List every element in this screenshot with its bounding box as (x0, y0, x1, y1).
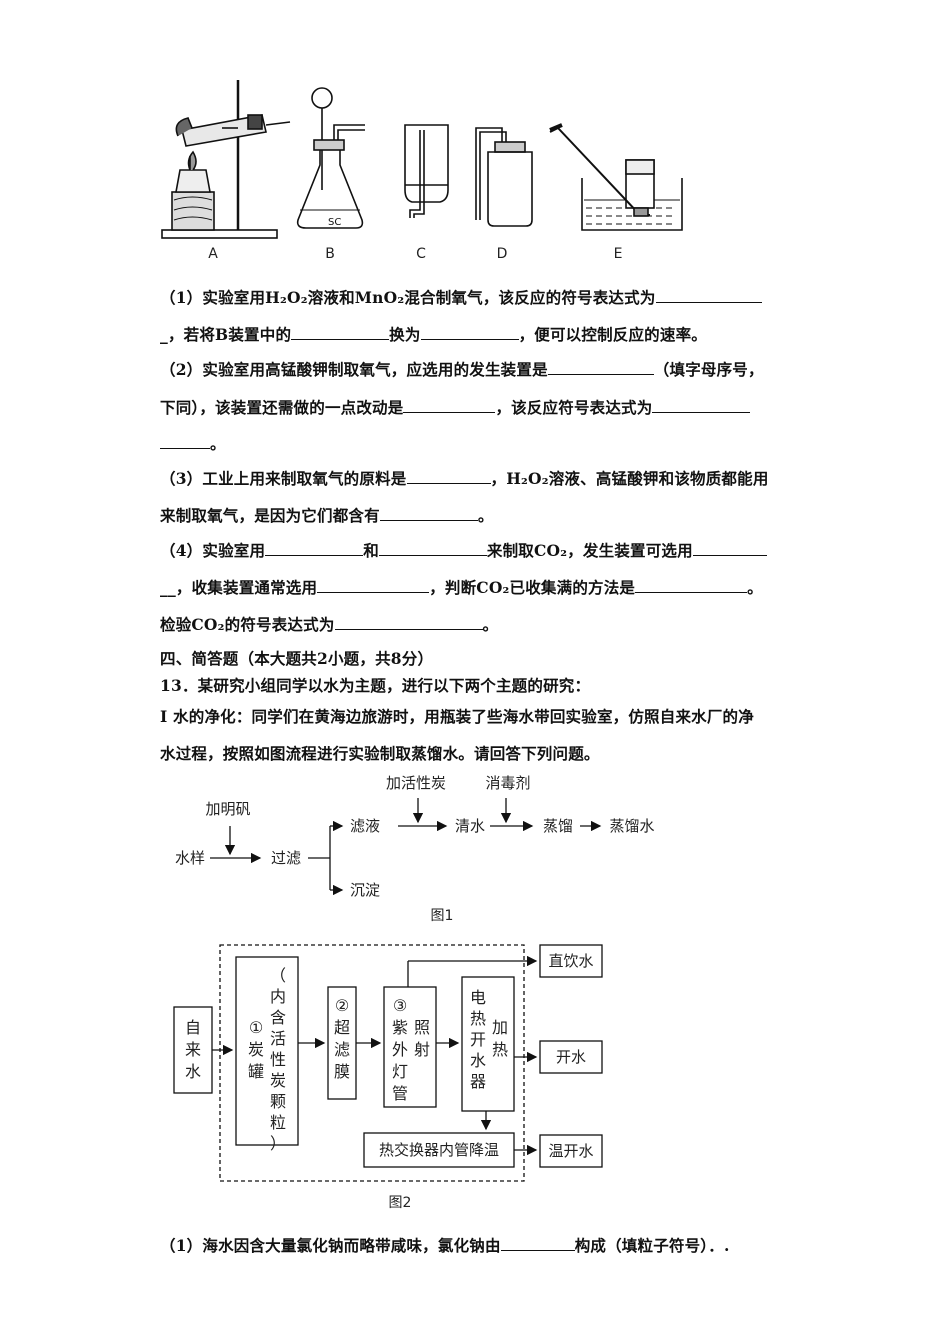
answer-blank[interactable] (265, 541, 364, 556)
answer-blank[interactable] (652, 398, 751, 413)
fig2-tap-water: 自来水 (185, 1018, 201, 1081)
apparatus-a (161, 80, 291, 239)
section-heading: 四、简答题（本大题共2小题，共8分） (160, 649, 434, 668)
answer-blank[interactable] (406, 469, 491, 484)
answer-blank[interactable] (635, 578, 748, 593)
answer-blank[interactable] (403, 398, 496, 413)
apparatus-label-a: A (208, 246, 218, 262)
fig2-warm-water: 温开水 (548, 1142, 593, 1160)
apparatus-label-d: D (497, 246, 508, 262)
apparatus-label-b: B (325, 246, 335, 262)
fig1-alum: 加明矾 (205, 800, 250, 818)
fig2-direct-drink: 直饮水 (548, 952, 593, 970)
apparatus-label-e: E (614, 246, 623, 262)
answer-blank[interactable] (379, 506, 478, 521)
fig2-heating: 加热 (492, 1018, 508, 1059)
answer-blank[interactable] (692, 541, 767, 556)
fig1-clear-water: 清水 (455, 817, 485, 835)
fig1-filtrate: 滤液 (350, 817, 380, 835)
q2-line-3: 。 (160, 432, 226, 454)
apparatus-label-c: C (416, 246, 426, 262)
q1-line-1: （1）实验室用H₂O₂溶液和MnO₂混合制氧气，该反应的符号表达式为 (160, 286, 762, 308)
fig1-filter: 过滤 (271, 849, 301, 867)
answer-blank[interactable] (291, 325, 390, 340)
fig2-kettle: 电热开水器 (470, 988, 486, 1091)
apparatus-c (404, 124, 449, 218)
fig2-carbon-note: （内含活性炭颗粒） (270, 966, 286, 1153)
figure1-flowchart: 加明矾 水样 过滤 滤液 沉淀 加活性炭 清水 消毒剂 蒸馏 蒸馏水 图1 (175, 774, 655, 924)
apparatus-figure: SC A B C D E (161, 80, 683, 262)
q13-intro: 13．某研究小组同学以水为主题，进行以下两个主题的研究： (160, 676, 591, 695)
apparatus-e (549, 123, 683, 231)
part1-line-1: I 水的净化：同学们在黄海边旅游时，用瓶装了些海水带回实验室，仿照自来水厂的净 (160, 707, 754, 726)
fig2-irradiate: 照射 (414, 1018, 430, 1059)
answer-blank[interactable] (317, 578, 430, 593)
apparatus-b: SC (296, 87, 365, 229)
part1-line-2: 水过程，按照如图流程进行实验制取蒸馏水。请回答下列问题。 (160, 744, 600, 763)
q3-line-2: 来制取氧气，是因为它们都含有。 (160, 506, 494, 525)
q1-line-2: _，若将B装置中的换为，便可以控制反应的速率。 (160, 325, 707, 344)
fig1-distilled-water: 蒸馏水 (609, 817, 654, 835)
answer-blank[interactable] (420, 325, 519, 340)
answer-blank[interactable] (334, 615, 483, 630)
fig1-sediment: 沉淀 (350, 881, 380, 899)
answer-blank[interactable] (655, 288, 762, 303)
answer-blank[interactable] (547, 360, 654, 375)
q3-line-1: （3）工业上用来制取氧气的原料是，H₂O₂溶液、高锰酸钾和该物质都能用 (160, 469, 769, 488)
apparatus-d (475, 127, 533, 227)
fig1-distill: 蒸馏 (543, 817, 573, 835)
q4-line-2: __，收集装置通常选用，判断CO₂已收集满的方法是。 (160, 578, 763, 597)
sub-question-1: （1）海水因含大量氯化钠而略带咸味，氯化钠由构成（填粒子符号）．. (160, 1236, 730, 1255)
answer-blank[interactable] (378, 541, 487, 556)
q4-line-3: 检验CO₂的符号表达式为。 (160, 615, 499, 634)
fig2-heat-exchanger: 热交换器内管降温 (379, 1141, 499, 1159)
q4-line-1: （4）实验室用和来制取CO₂，发生装置可选用 (160, 539, 767, 561)
fig2-caption: 图2 (389, 1195, 412, 1211)
answer-blank[interactable] (160, 434, 210, 449)
fig1-carbon: 加活性炭 (386, 774, 446, 792)
fig1-sample: 水样 (175, 849, 205, 867)
svg-text:SC: SC (328, 217, 341, 228)
q2-line-1: （2）实验室用高锰酸钾制取氧气，应选用的发生装置是（填字母序号， (160, 360, 764, 379)
fig1-caption: 图1 (431, 908, 454, 924)
fig2-boiled-water: 开水 (556, 1048, 586, 1066)
fig1-disinfectant: 消毒剂 (485, 774, 530, 792)
q2-line-2: 下同），该装置还需做的一点改动是，该反应符号表达式为 (160, 396, 751, 418)
answer-blank[interactable] (500, 1236, 575, 1251)
